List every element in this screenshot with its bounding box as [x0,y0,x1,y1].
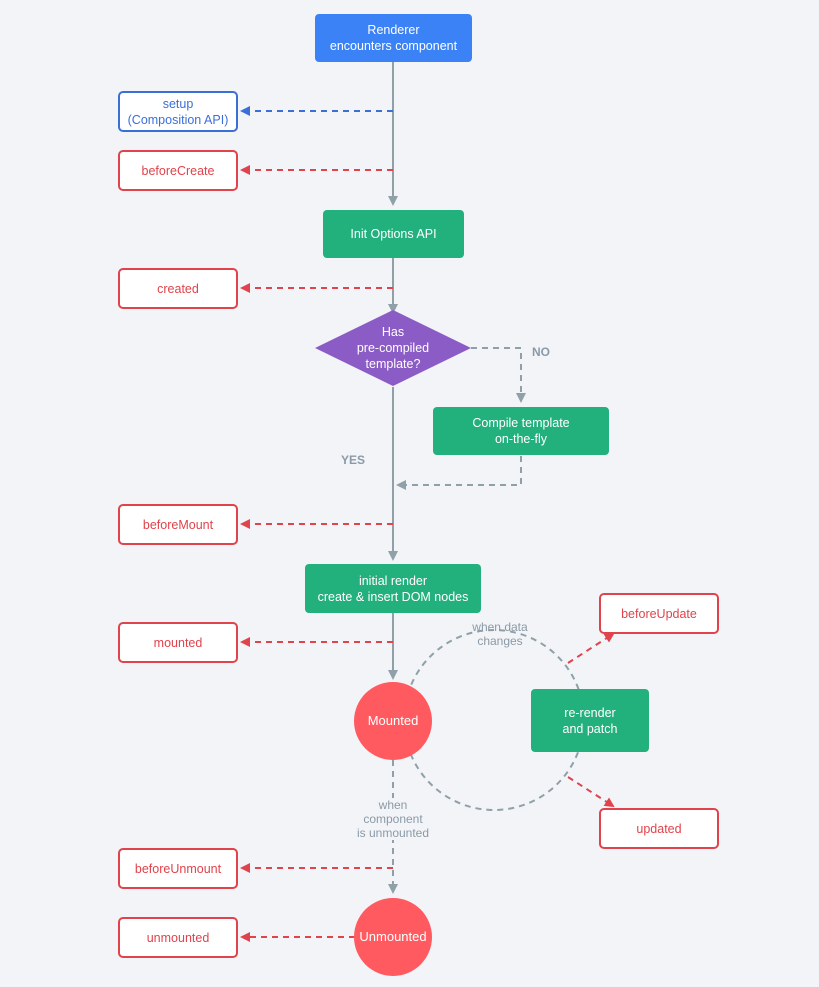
unmounted-state: Unmounted [354,898,432,976]
decision-diamond [315,310,471,386]
mounted-state: Mounted [354,682,432,760]
no-branch-arrow [471,347,526,403]
has-template-label: Has pre-compiled template? [356,325,430,371]
before-create-hook: beforeCreate [118,150,238,191]
before-update-hook: beforeUpdate [599,593,719,634]
updated-arrow [567,776,615,808]
before-mount-hook: beforeMount [118,504,238,545]
yes-label: YES [340,453,365,467]
when-data-changes-label: when data changes [472,620,528,648]
mounted-hook: mounted [118,622,238,663]
initial-render-node: initial render create & insert DOM nodes [305,564,481,613]
compile-template-node: Compile template on-the-fly [433,407,609,455]
init-options-node: Init Options API [323,210,464,258]
unmounted-hook: unmounted [118,917,238,958]
renderer-node: Renderer encounters component [315,14,472,62]
no-label: NO [532,345,550,359]
created-hook: created [118,268,238,309]
compile-return-arrow [396,456,522,490]
setup-hook: setup (Composition API) [118,91,238,132]
rerender-node: re-render and patch [531,689,649,752]
before-unmount-hook: beforeUnmount [118,848,238,889]
when-unmounted-label: when component is unmounted [348,798,438,840]
updated-hook: updated [599,808,719,849]
before-update-arrow [567,632,615,664]
